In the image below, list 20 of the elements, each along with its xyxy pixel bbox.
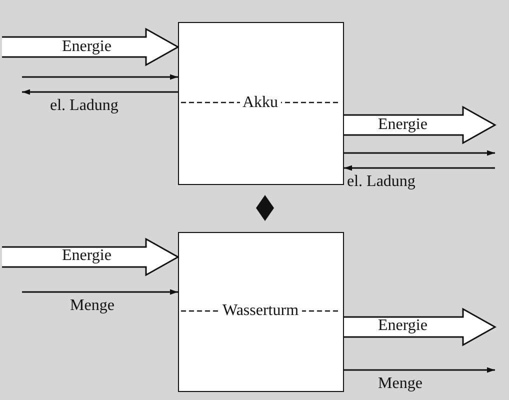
edge-label: Menge [70,297,114,315]
arrow [22,89,178,95]
arrow [22,74,178,80]
edge-label: Energie [62,247,112,265]
arrow [344,367,495,373]
edge-label: Energie [378,317,428,335]
edge-label: el. Ladung [347,173,416,191]
block-arrow [343,308,497,346]
process-box [178,22,344,185]
block-arrow [343,106,497,144]
edge-label: Energie [62,38,112,56]
edge-label: Menge [378,375,422,393]
arrow [22,289,178,295]
edge-label: Energie [378,116,428,134]
edge-label: el. Ladung [50,97,118,115]
block-arrow [1,28,180,66]
block-arrow [1,238,180,276]
arrow [344,150,495,156]
process-box [178,232,344,392]
arrow [344,165,495,171]
